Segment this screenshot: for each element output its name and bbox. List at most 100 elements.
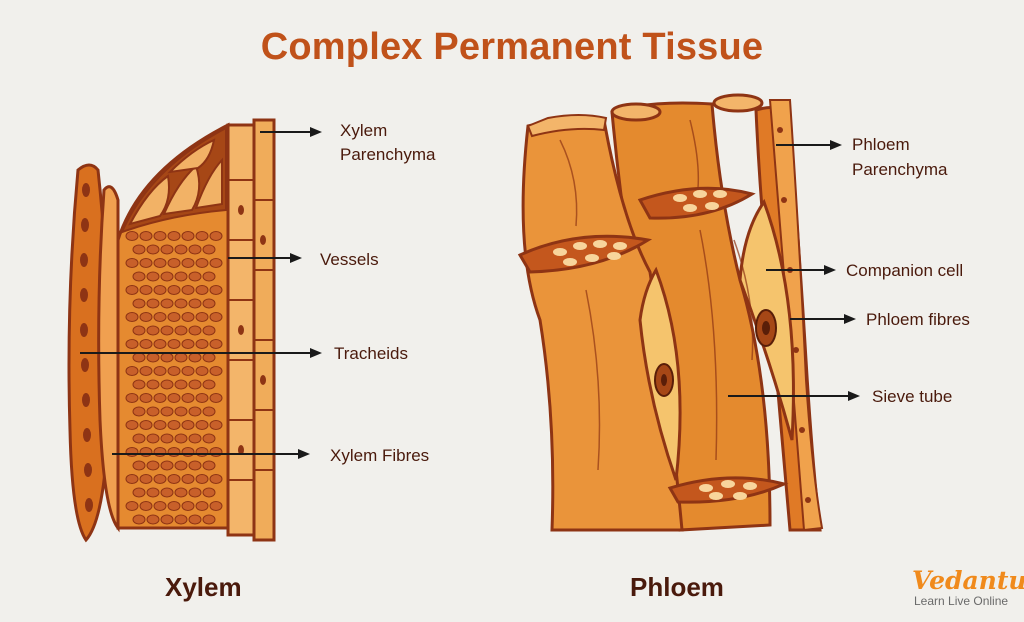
page-title: Complex Permanent Tissue (260, 26, 764, 68)
xylem-vessel-cell (209, 231, 223, 241)
phloem-tube-opening-1 (610, 102, 662, 122)
xylem-vessel-cell (160, 352, 174, 363)
xylem-vessel-cell (132, 460, 146, 471)
xylem-vessel-cell (209, 501, 223, 511)
brand-logo: Vedantu Learn Live Online (912, 566, 1024, 609)
xylem-vessel-cell (153, 231, 167, 241)
xylem-vessel-cell (132, 352, 146, 363)
xylem-vessel-cell (181, 258, 195, 268)
label-xylem-parenchyma-line2: Parenchyma (340, 145, 436, 164)
phloem-parenchyma-nuclei (777, 127, 811, 503)
sieve-plate-pores (553, 190, 757, 500)
xylem-vessel-cell (167, 447, 181, 457)
xylem-vessel-cell (195, 447, 209, 457)
xylem-vessel-cell (132, 325, 146, 336)
label-companion-cell: Companion cell (846, 261, 963, 280)
xylem-vessel-cell (132, 406, 146, 417)
phloem-pointers (728, 144, 850, 397)
phloem-parenchyma-column (768, 99, 824, 532)
xylem-fibre-dots (80, 183, 93, 512)
xylem-vessel-cell (132, 514, 146, 525)
xylem-vessel-cells (125, 231, 223, 525)
xylem-vessel-cell (181, 312, 195, 322)
xylem-vessel-cell (174, 379, 188, 390)
xylem-vessel-cell (139, 285, 153, 295)
xylem-vessel-cell (195, 258, 209, 268)
xylem-vessel-cell (195, 420, 209, 430)
xylem-vessel-cell (146, 487, 160, 498)
xylem-vessel-cell (132, 433, 146, 444)
xylem-vessel-cell (195, 501, 209, 511)
xylem-vessel-cell (167, 474, 181, 484)
xylem-vessel-cell (188, 244, 202, 255)
xylem-vessel-cell (167, 393, 181, 403)
xylem-vessel-cell (146, 514, 160, 525)
xylem-vessel-cell (125, 285, 139, 295)
xylem-vessel-cell (160, 460, 174, 471)
xylem-vessel-cell (209, 393, 223, 403)
xylem-vessel-cell (202, 271, 216, 282)
xylem-vessel-cell (167, 339, 181, 349)
xylem-vessel-cell (146, 271, 160, 282)
xylem-arrowheads (290, 127, 322, 459)
xylem-vessel-cell (146, 379, 160, 390)
phloem-tube-opening-2 (712, 93, 764, 113)
xylem-vessel-cell (160, 406, 174, 417)
xylem-vessel-cell (146, 433, 160, 444)
xylem-vessel-cell (160, 379, 174, 390)
xylem-vessel-cell (181, 420, 195, 430)
xylem-vessel-cell (139, 447, 153, 457)
label-xylem-fibres: Xylem Fibres (330, 446, 429, 465)
xylem-vessel-cell (188, 298, 202, 309)
xylem-vessel-cell (146, 244, 160, 255)
phloem-arrowheads (824, 140, 860, 401)
xylem-vessel-cell (125, 393, 139, 403)
label-phloem-fibres: Phloem fibres (866, 310, 970, 329)
xylem-vessel-cell (160, 433, 174, 444)
xylem-vessel-cell (153, 447, 167, 457)
xylem-vessel-cell (153, 501, 167, 511)
xylem-vessel-cell (160, 487, 174, 498)
xylem-vessel-cell (139, 501, 153, 511)
xylem-vessel-cell (174, 433, 188, 444)
phloem-left-tube-top (526, 114, 608, 138)
xylem-vessel-cell (195, 474, 209, 484)
xylem-vessel-cell (181, 447, 195, 457)
xylem-vessel-cell (202, 379, 216, 390)
xylem-vessel-cell (167, 366, 181, 376)
xylem-vessel-cell (202, 460, 216, 471)
xylem-vessel-cell (139, 312, 153, 322)
label-tracheids: Tracheids (334, 344, 408, 363)
xylem-vessel-cell (181, 366, 195, 376)
xylem-vessel-cell (125, 231, 139, 241)
xylem-vessel-cell (139, 231, 153, 241)
xylem-vessel-cell (167, 285, 181, 295)
xylem-pointers (80, 131, 312, 455)
xylem-vessel-cell (125, 501, 139, 511)
xylem-vessel-cell (153, 420, 167, 430)
xylem-vessel-cell (202, 406, 216, 417)
label-vessels: Vessels (320, 250, 379, 269)
xylem-vessel-cell (146, 325, 160, 336)
xylem-vessel-cell (167, 312, 181, 322)
label-sieve-tube: Sieve tube (872, 387, 952, 406)
xylem-vessel-cell (181, 339, 195, 349)
xylem-vessel-cell (139, 474, 153, 484)
phloem-streaks (559, 119, 754, 471)
brand-name: Vedantu (912, 566, 1024, 595)
xylem-vessel-cell (132, 487, 146, 498)
xylem-vessel-cell (125, 366, 139, 376)
xylem-vessel-cell (174, 271, 188, 282)
xylem-vessel-cell (160, 325, 174, 336)
xylem-vessel-cell (188, 406, 202, 417)
xylem-vessel-cell (132, 271, 146, 282)
xylem-vessel-cell (188, 352, 202, 363)
xylem-vessel-cell (153, 339, 167, 349)
xylem-vessel-cell (160, 244, 174, 255)
xylem-vessel-cell (195, 339, 209, 349)
brand-tagline: Learn Live Online (914, 594, 1009, 608)
xylem-vessel-cell (202, 433, 216, 444)
xylem-vessel-cell (139, 339, 153, 349)
xylem-vessel-cell (153, 474, 167, 484)
